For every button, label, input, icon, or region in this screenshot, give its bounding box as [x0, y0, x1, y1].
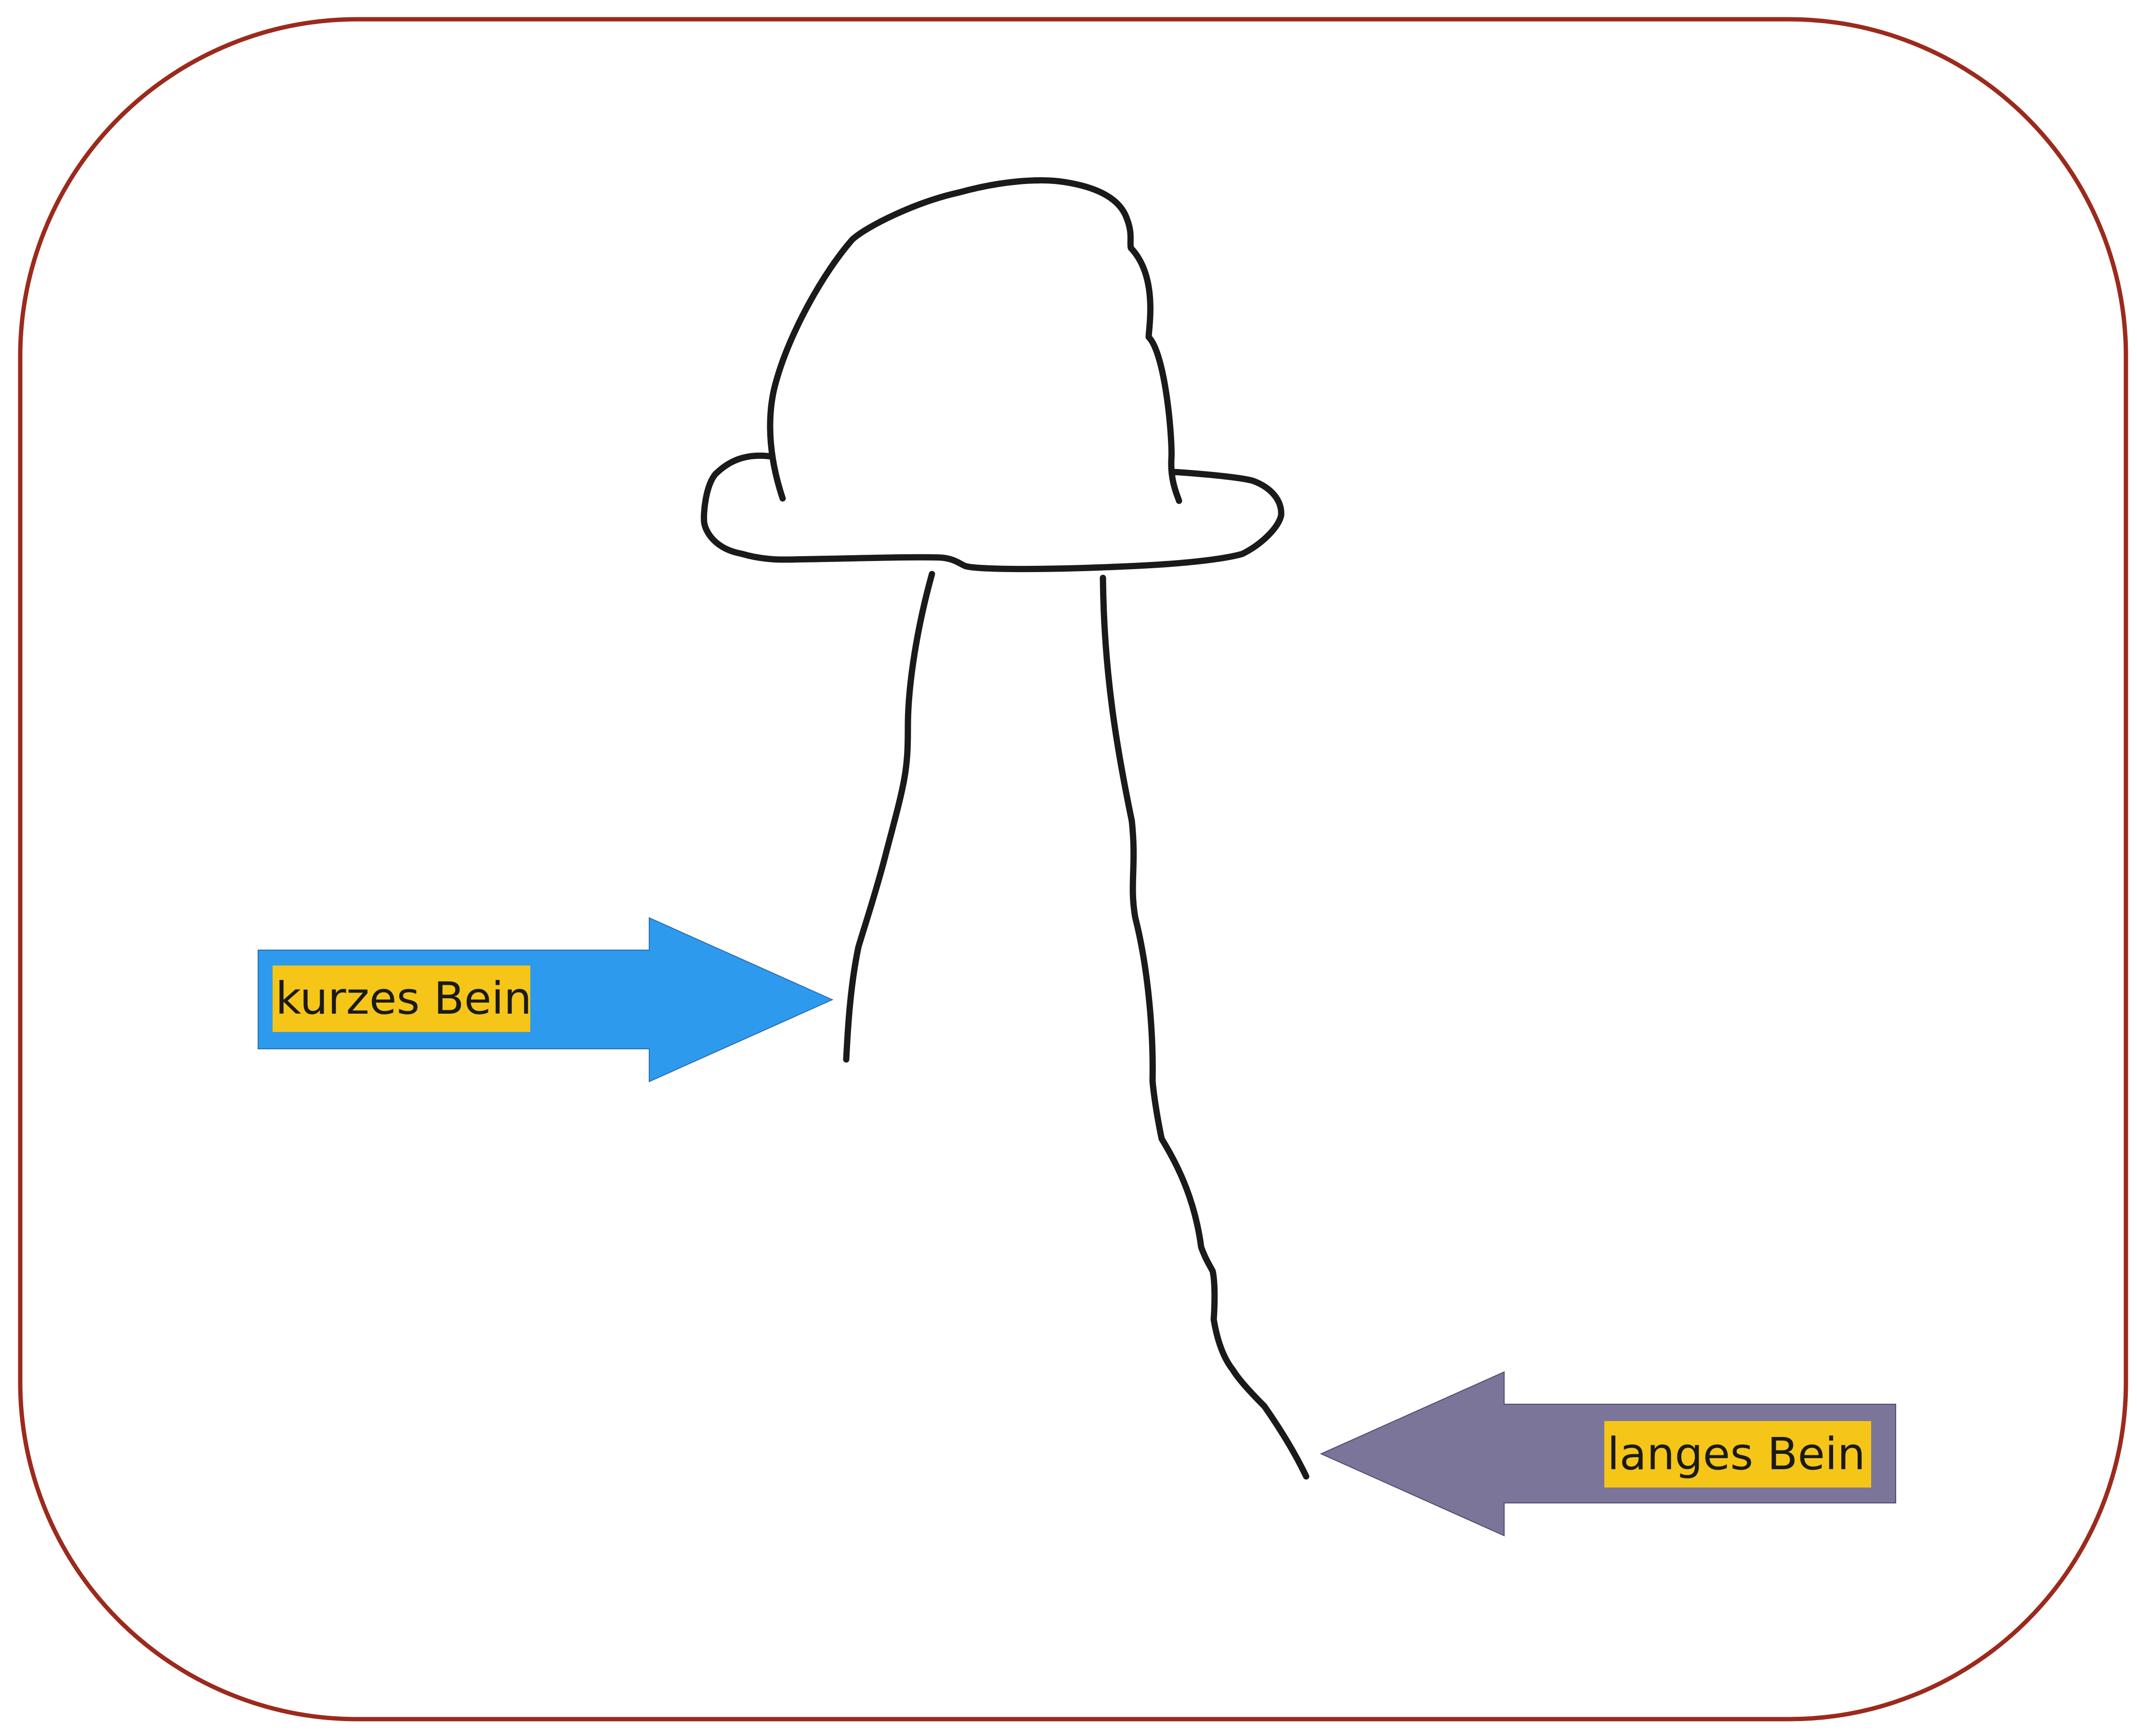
sketch-long-leg	[1100, 574, 1310, 1480]
short-leg-arrow	[258, 917, 834, 1083]
frame-border	[18, 17, 2128, 1722]
sketch-cap-top	[767, 177, 1182, 504]
sketch-short-leg	[843, 571, 935, 1063]
long-leg-label: langes Bein	[1604, 1421, 1871, 1488]
short-leg-label: kurzes Bein	[273, 966, 532, 1032]
sketch-cap-brim	[701, 452, 1285, 573]
